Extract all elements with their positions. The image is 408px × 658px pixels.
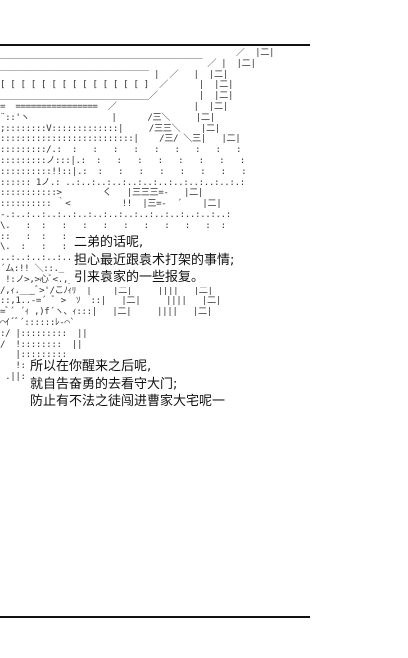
ascii-art-text: ／ |二| ￣￣￣￣￣￣￣￣￣￣￣￣￣￣￣￣￣￣￣￣￣￣￣ ／ | |二| ‾‾… <box>0 48 275 382</box>
dialog-line: 引来袁家的一些报复。 <box>74 270 205 285</box>
dialog-line: 担心最近跟袁术打架的事情; <box>74 252 235 268</box>
manga-panel: ／ |二| ￣￣￣￣￣￣￣￣￣￣￣￣￣￣￣￣￣￣￣￣￣￣￣ ／ | |二| ‾‾… <box>0 44 310 618</box>
dialog-line: 所以在你醒来之后呢, <box>30 359 152 374</box>
dialog-block-2: 所以在你醒来之后呢, 就自告奋勇的去看守大门; 防止有不法之徒闯进曹家大宅呢一 <box>26 358 230 411</box>
ascii-art-illustration: ／ |二| ￣￣￣￣￣￣￣￣￣￣￣￣￣￣￣￣￣￣￣￣￣￣￣ ／ | |二| ‾‾… <box>0 48 310 612</box>
panel-bottom-border <box>0 616 310 618</box>
dialog-line: 防止有不法之徒闯进曹家大宅呢一 <box>30 394 226 409</box>
panel-top-border <box>0 44 310 46</box>
dialog-line: 就自告奋勇的去看守大门; <box>30 376 178 392</box>
dialog-line: 二弟的话呢, <box>74 235 144 250</box>
dialog-block-1: 二弟的话呢, 担心最近跟袁术打架的事情; 引来袁家的一些报复。 <box>70 234 239 287</box>
